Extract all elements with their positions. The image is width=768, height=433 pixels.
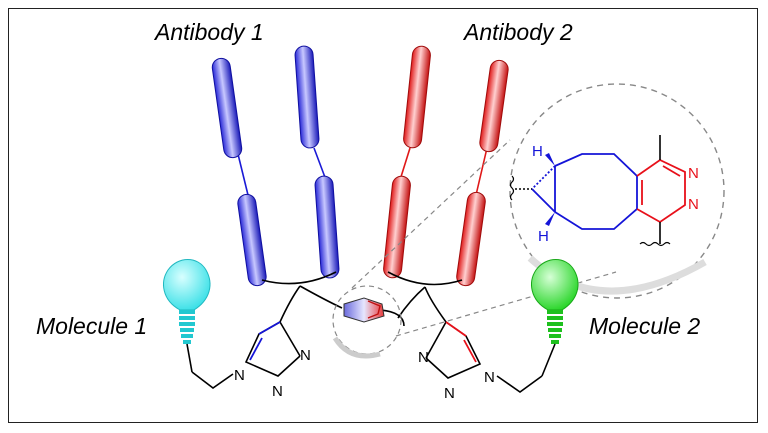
hydrogen-top: H (532, 143, 543, 160)
antibody-2-light-chain-left (403, 45, 431, 149)
triazole-1-n2: N (272, 383, 283, 400)
triazole-2: N N N (418, 321, 543, 402)
antibody-1-heavy-chain-left (237, 193, 267, 287)
zoom-circle-small-shadow (332, 336, 381, 359)
antibody-1-light-chain-right (294, 45, 320, 149)
nitrogen-2: N (688, 196, 699, 213)
triazole-2-n1: N (484, 369, 495, 386)
figure-frame (8, 8, 758, 423)
antibody-1-label: Antibody 1 (153, 19, 264, 45)
molecule-2-label: Molecule 2 (589, 313, 700, 339)
cyclooctyne-tetrazine-structure: H H N N (509, 135, 699, 247)
molecule-1-label: Molecule 1 (36, 313, 147, 339)
nitrogen-1: N (688, 165, 699, 182)
lightbulb-icon (531, 259, 579, 377)
antibody-1 (211, 45, 340, 287)
conjugate-capsule (343, 297, 385, 323)
antibody-2-heavy-chain-left (383, 175, 411, 279)
antibody-2-heavy-chain-right (456, 191, 486, 287)
triazole-1-n3: N (300, 347, 311, 364)
lightbulb-icon (163, 259, 211, 373)
triazole-1-n1: N (234, 367, 245, 384)
hydrogen-bottom: H (538, 228, 549, 245)
zoom-circle-large (509, 83, 725, 299)
antibody-2-light-chain-right (479, 59, 509, 153)
antibody-2 (383, 45, 509, 287)
antibody-1-heavy-chain-right (314, 175, 340, 279)
triazole-2-n2: N (444, 385, 455, 402)
triazole-1: N N N (191, 321, 311, 400)
zoom-circle-small (332, 285, 402, 355)
triazole-2-n3: N (418, 349, 429, 366)
antibody-1-light-chain-left (211, 57, 243, 159)
antibody-2-label: Antibody 2 (462, 19, 573, 45)
